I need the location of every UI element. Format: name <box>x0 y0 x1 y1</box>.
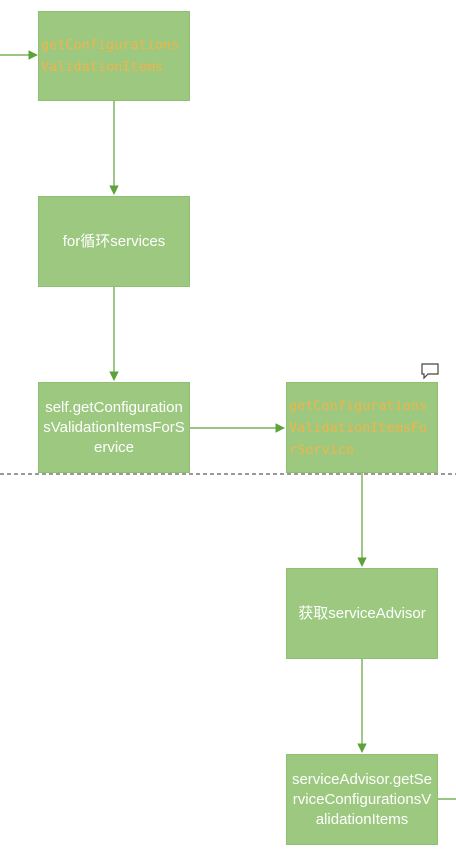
comment-icon[interactable] <box>420 362 440 380</box>
node-label: getConfigurationsValidationItems <box>41 37 180 75</box>
node-label: serviceAdvisor.getServiceConfigurationsV… <box>291 770 433 828</box>
node-for-loop-services[interactable]: for循环services <box>38 196 190 287</box>
node-label: self.getConfigurationsValidationItemsFor… <box>43 398 185 456</box>
node-self-get-items-for-service[interactable]: self.getConfigurationsValidationItemsFor… <box>38 382 190 473</box>
node-get-service-advisor[interactable]: 获取serviceAdvisor <box>286 568 438 659</box>
node-get-configurations-validation-items[interactable]: getConfigurationsValidationItems <box>38 11 190 101</box>
node-label: for循环services <box>62 232 166 250</box>
node-label: 获取serviceAdvisor <box>298 604 426 622</box>
node-get-items-for-service[interactable]: getConfigurationsValidationItemsForServi… <box>286 382 438 473</box>
node-label: getConfigurationsValidationItemsForServi… <box>289 397 428 458</box>
node-service-advisor-get-items[interactable]: serviceAdvisor.getServiceConfigurationsV… <box>286 754 438 845</box>
